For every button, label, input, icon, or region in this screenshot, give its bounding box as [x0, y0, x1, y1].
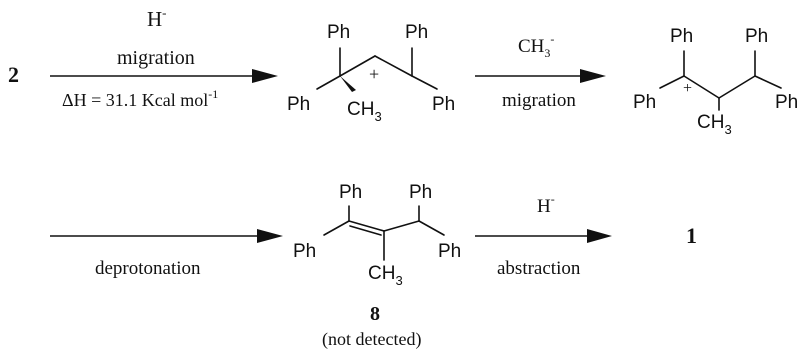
arrow4-label: abstraction [497, 258, 581, 279]
arrow2-label: migration [502, 90, 576, 111]
compound-1-label: 1 [686, 223, 697, 248]
int2-methyl: CH3 [697, 112, 732, 137]
arrow4-reagent: H- [537, 192, 555, 217]
p8-ph-top-left: Ph [339, 182, 362, 203]
arrow-h-abstraction [475, 229, 612, 243]
arrow1-energy: ΔH = 31.1 Kcal mol-1 [62, 87, 218, 110]
arrow1-label: migration [117, 47, 195, 69]
int2-ph-top-right: Ph [745, 26, 768, 47]
p8-ph-top-right: Ph [409, 182, 432, 203]
intermediate-1-structure [316, 47, 438, 92]
compound-2-label: 2 [8, 62, 19, 87]
int1-charge: + [369, 64, 379, 84]
arrow1-reagent: H- [147, 5, 167, 31]
product-8-note: (not detected) [322, 329, 421, 350]
wedge-bond [340, 76, 356, 92]
arrow3-label: deprotonation [95, 258, 201, 279]
p8-methyl: CH3 [368, 263, 403, 288]
product-8-structure [323, 205, 445, 261]
arrow2-reagent: CH3- [518, 32, 554, 60]
p8-ph-right: Ph [438, 241, 461, 262]
arrow-ch3-migration [475, 69, 606, 83]
int2-ph-right: Ph [775, 92, 798, 113]
product-8-number: 8 [370, 303, 380, 325]
p8-ph-left: Ph [293, 241, 316, 262]
intermediate-2-structure [659, 50, 782, 111]
int2-ph-left: Ph [633, 92, 656, 113]
arrow-h-migration [50, 69, 278, 83]
int1-ph-top-left: Ph [327, 22, 350, 43]
int1-ph-top-right: Ph [405, 22, 428, 43]
int1-ph-right: Ph [432, 94, 455, 115]
int2-ph-top-left: Ph [670, 26, 693, 47]
int1-ph-left: Ph [287, 94, 310, 115]
int2-charge: + [683, 80, 692, 97]
int1-methyl: CH3 [347, 99, 382, 124]
arrow-deprotonation [50, 229, 283, 243]
